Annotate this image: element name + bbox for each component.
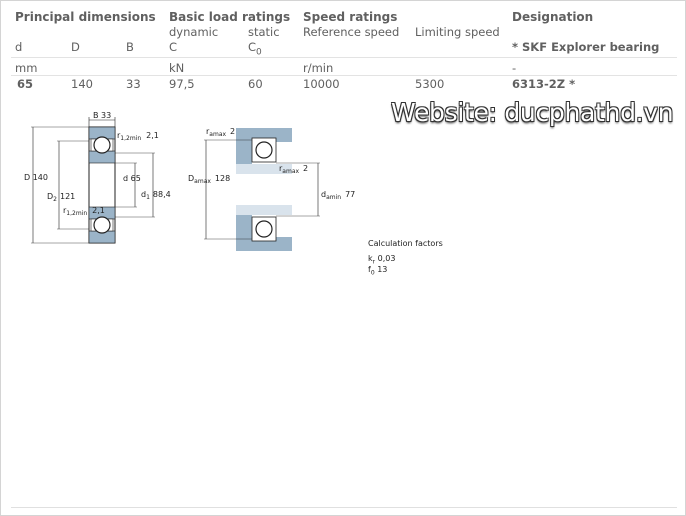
designation-header: Designation	[512, 10, 594, 24]
drawing-area	[11, 91, 677, 508]
principal-dimensions-header: Principal dimensions	[15, 10, 156, 24]
unit-dash: -	[512, 61, 517, 75]
header-divider	[11, 57, 677, 58]
symbol-D: D	[71, 40, 80, 54]
unit-kN: kN	[169, 61, 185, 75]
symbol-d: d	[15, 40, 23, 54]
speed-ratings-header: Speed ratings	[303, 10, 398, 24]
value-B: 33	[126, 77, 141, 91]
symbol-C: C	[169, 40, 178, 54]
value-D: 140	[71, 77, 93, 91]
value-C: 97,5	[169, 77, 195, 91]
limiting-speed-label: Limiting speed	[415, 25, 500, 39]
calc-f0: f0 13	[368, 265, 388, 277]
unit-rpm: r/min	[303, 61, 334, 75]
static-label: static	[248, 25, 280, 39]
unit-mm: mm	[15, 61, 38, 75]
value-reference-speed: 10000	[303, 77, 340, 91]
dim-B-label: B 33	[93, 111, 111, 120]
value-limiting-speed: 5300	[415, 77, 445, 91]
value-C0: 60	[248, 77, 263, 91]
explorer-note: * SKF Explorer bearing	[512, 40, 660, 54]
dim-D-label: D 140	[24, 173, 48, 182]
reference-speed-label: Reference speed	[303, 25, 400, 39]
symbol-B: B	[126, 40, 134, 54]
value-d: 65	[17, 77, 34, 91]
dim-d-label: d 65	[123, 174, 141, 183]
value-designation: 6313-2Z *	[512, 77, 576, 91]
calculation-factors-title: Calculation factors	[368, 239, 443, 248]
basic-load-ratings-header: Basic load ratings	[169, 10, 291, 24]
calc-kr: kr 0,03	[368, 254, 396, 266]
website-watermark: Website: ducphathd.vn	[391, 98, 674, 127]
symbol-C0: C0	[248, 40, 262, 58]
units-divider	[11, 75, 677, 76]
dynamic-label: dynamic	[169, 25, 219, 39]
